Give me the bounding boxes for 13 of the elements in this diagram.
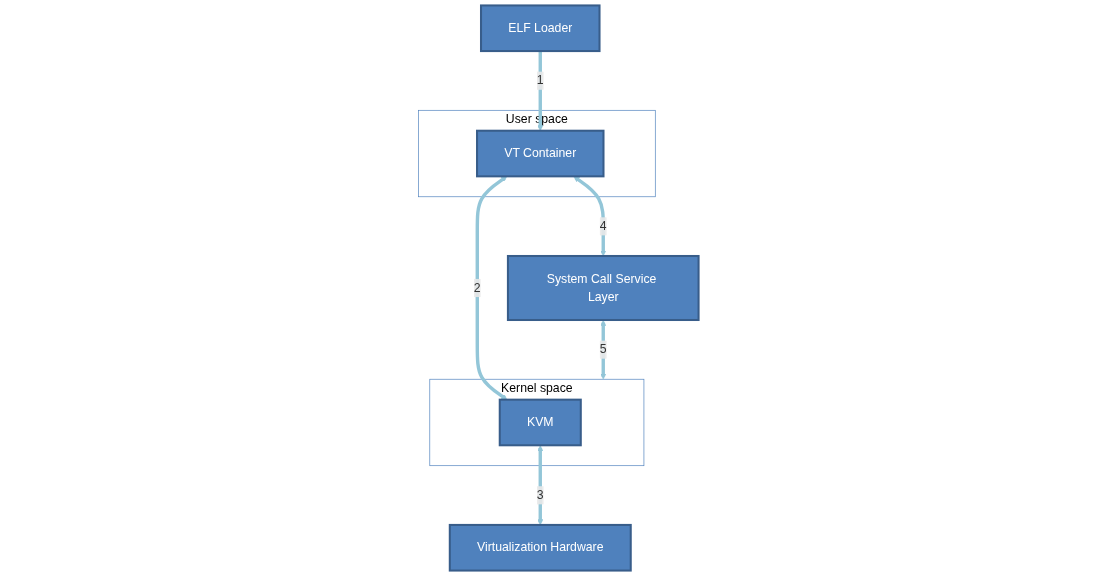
node-box: KVM (498, 398, 582, 447)
edge-label: 3 (536, 488, 544, 502)
arrow (475, 176, 508, 400)
node-box: System Call Service Layer (506, 255, 700, 321)
arrow (600, 320, 607, 380)
node-box: Virtualization Hardware (448, 523, 632, 572)
edge-label: 5 (599, 342, 607, 357)
edge-label: 2 (473, 280, 481, 295)
edge-label: 1 (536, 73, 544, 88)
node-box: ELF Loader (480, 4, 601, 53)
edge-label: 4 (599, 219, 607, 233)
arrow (573, 176, 607, 257)
node-box: VT Container (476, 129, 605, 178)
